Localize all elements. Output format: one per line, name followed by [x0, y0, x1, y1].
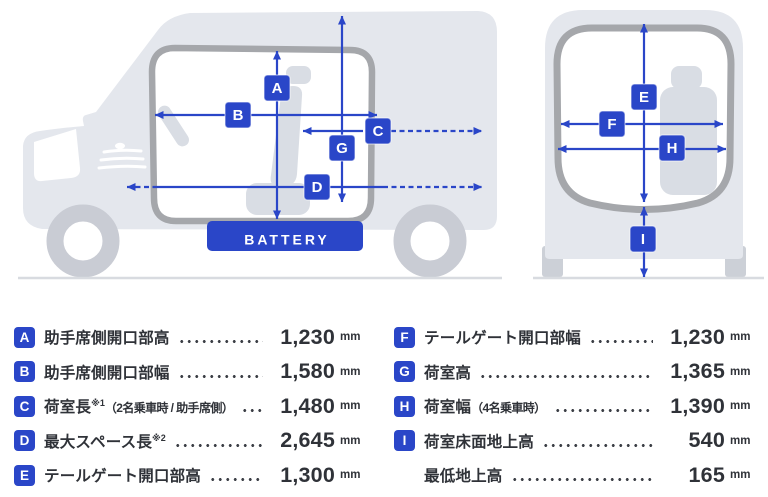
- svg-text:G: G: [336, 140, 348, 157]
- dimension-diagram: BATTERY: [18, 10, 764, 280]
- legend-value: 1,365: [670, 359, 725, 384]
- body-crease-lines: [97, 148, 147, 170]
- legend-unit: mm: [340, 400, 361, 413]
- svg-text:F: F: [607, 116, 616, 133]
- svg-text:E: E: [639, 89, 649, 106]
- legend-unit: mm: [340, 469, 361, 482]
- legend-row: B 助手席側開口部幅 1,580 mm: [14, 355, 366, 390]
- battery-callout: BATTERY: [207, 221, 363, 251]
- legend-value: 1,300: [280, 462, 335, 487]
- svg-text:C: C: [373, 123, 384, 140]
- front-wheel: [46, 204, 120, 278]
- marker-badge-h: H: [658, 134, 686, 162]
- legend-unit: mm: [730, 400, 751, 413]
- rear-wheel: [393, 204, 467, 278]
- legend-label: 荷室床面地上高: [424, 433, 534, 451]
- rear-seat: [660, 66, 717, 195]
- legend-key-badge: H: [394, 395, 415, 417]
- footnote-ref: ※2: [152, 432, 166, 443]
- legend-key-badge: E: [14, 464, 35, 486]
- marker-badge-c: C: [364, 117, 392, 145]
- legend-row: C 荷室長※1（2名乗車時 / 助手席側） 1,480 mm: [14, 389, 366, 424]
- legend-key-badge: C: [14, 395, 35, 417]
- legend-label: 最低地上高: [424, 468, 503, 486]
- legend-label: テールゲート開口部高: [44, 468, 202, 486]
- marker-badge-e: E: [630, 83, 658, 111]
- marker-badge-a: A: [263, 74, 291, 102]
- svg-text:H: H: [667, 140, 678, 157]
- legend-unit: mm: [730, 469, 751, 482]
- svg-text:I: I: [641, 231, 645, 248]
- dotted-leader: [173, 443, 263, 447]
- svg-text:B: B: [233, 107, 244, 124]
- legend-key-badge: G: [394, 361, 415, 383]
- legend-unit: mm: [340, 331, 361, 344]
- marker-badge-f: F: [598, 110, 626, 138]
- legend-label: 最大スペース長※2: [44, 432, 166, 451]
- svg-text:A: A: [272, 80, 283, 97]
- legend-label: 荷室長※1（2名乗車時 / 助手席側）: [44, 398, 234, 417]
- dotted-leader: [241, 409, 263, 413]
- side-view-vehicle: BATTERY: [23, 11, 497, 278]
- legend-value: 1,390: [670, 393, 725, 418]
- legend-key-badge: A: [14, 326, 35, 348]
- legend-label: 荷室幅（4名乗車時）: [424, 399, 546, 417]
- dotted-leader: [177, 374, 263, 378]
- dotted-leader: [510, 478, 653, 482]
- legend-label: テールゲート開口部幅: [424, 330, 582, 348]
- dotted-leader: [209, 478, 263, 482]
- dotted-leader: [541, 443, 653, 447]
- footnote-ref: ※1: [91, 398, 105, 409]
- legend-key-badge: F: [394, 326, 415, 348]
- legend-key-badge: B: [14, 361, 35, 383]
- legend-label: 助手席側開口部幅: [44, 364, 170, 382]
- svg-text:D: D: [312, 179, 323, 196]
- legend-value: 1,480: [280, 393, 335, 418]
- legend-value: 1,230: [280, 324, 335, 349]
- legend-row: H 荷室幅（4名乗車時） 1,390 mm: [394, 389, 756, 424]
- dotted-leader: [589, 340, 653, 344]
- marker-badge-b: B: [224, 101, 252, 129]
- legend-value: 1,580: [280, 359, 335, 384]
- legend-unit: mm: [730, 434, 751, 447]
- legend-row: E テールゲート開口部高 1,300 mm: [14, 458, 366, 493]
- legend-unit: mm: [340, 434, 361, 447]
- legend-label-note: （4名乗車時）: [471, 401, 546, 416]
- legend-label-note: （2名乗車時 / 助手席側）: [104, 401, 234, 416]
- legend-value: 1,230: [670, 324, 725, 349]
- legend-label: 荷室高: [424, 364, 472, 382]
- legend-row: A 助手席側開口部高 1,230 mm: [14, 320, 366, 355]
- legend-value: 540: [688, 428, 725, 453]
- marker-badge-d: D: [303, 173, 331, 201]
- dotted-leader: [479, 374, 653, 378]
- legend-label: 助手席側開口部高: [44, 330, 170, 348]
- marker-badge-i: I: [629, 225, 657, 253]
- legend-value: 165: [688, 462, 725, 487]
- battery-label: BATTERY: [244, 232, 330, 248]
- door-handle: [115, 142, 125, 150]
- legend-row: 最低地上高 165 mm: [394, 458, 756, 493]
- dimension-marker-badges: A B C G D E F: [224, 74, 686, 253]
- legend-row: I 荷室床面地上高 540 mm: [394, 424, 756, 459]
- legend-row: D 最大スペース長※2 2,645 mm: [14, 424, 366, 459]
- dotted-leader: [177, 340, 263, 344]
- legend-key-badge: I: [394, 430, 415, 452]
- legend-row: G 荷室高 1,365 mm: [394, 355, 756, 390]
- legend-value: 2,645: [280, 428, 335, 453]
- legend-unit: mm: [340, 365, 361, 378]
- legend-row: F テールゲート開口部幅 1,230 mm: [394, 320, 756, 355]
- legend-unit: mm: [730, 331, 751, 344]
- front-window: [34, 129, 81, 182]
- dotted-leader: [553, 409, 653, 413]
- marker-badge-g: G: [328, 134, 356, 162]
- legend-unit: mm: [730, 365, 751, 378]
- legend-key-badge: D: [14, 430, 35, 452]
